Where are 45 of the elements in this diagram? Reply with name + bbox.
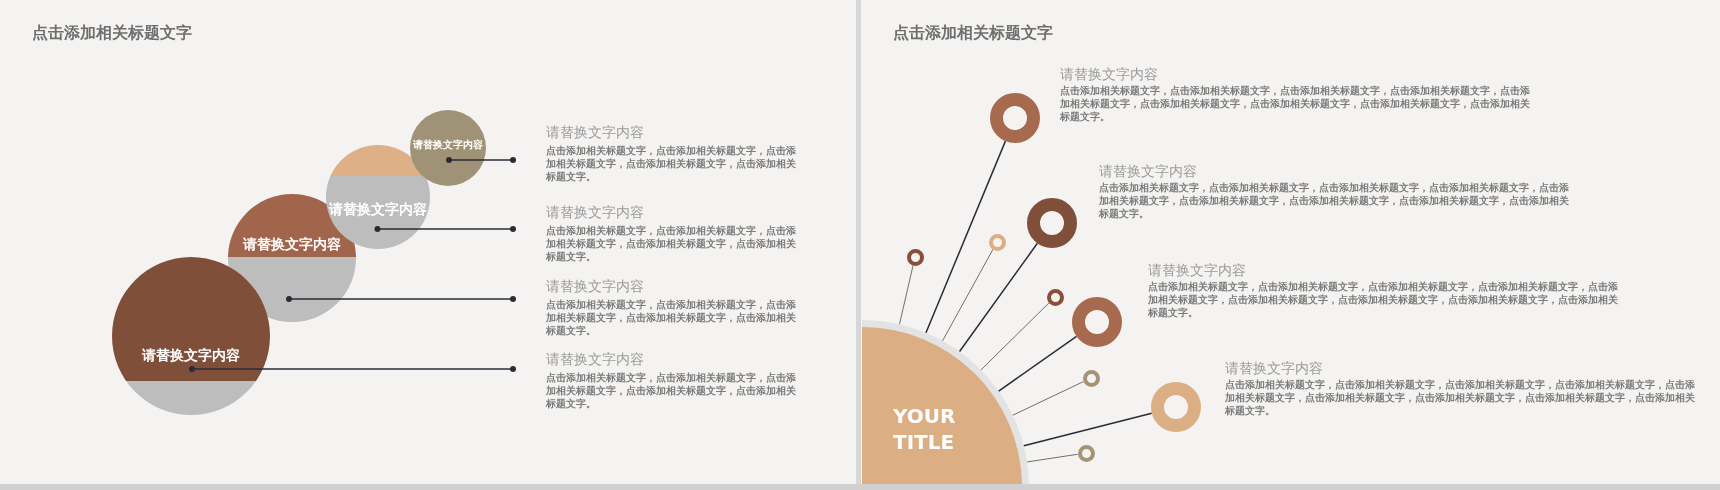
connector-line [1023, 412, 1153, 447]
body-text: 点击添加相关标题文字，点击添加相关标题文字，点击添加相关标题文字，点击添加相关标题文字，点击添加相关标题文字，点击添加相关标题文字，点击添加相关标题文字，点击添加相关标题文字，点击添加相关标题文字。 [1148, 280, 1618, 319]
ring-icon [990, 93, 1040, 143]
body-text: 点击添加相关标题文字，点击添加相关标题文字，点击添加相关标题文字，点击添加相关标题文字，点击添加相关标题文字。 [546, 144, 797, 183]
leader-line [374, 226, 516, 232]
heading: 请替换文字内容 [1099, 163, 1197, 179]
leader-line [189, 366, 516, 372]
slide-title: 点击添加相关标题文字 [32, 23, 192, 43]
body-text: 点击添加相关标题文字，点击添加相关标题文字，点击添加相关标题文字，点击添加相关标题文字，点击添加相关标题文字，点击添加相关标题文字，点击添加相关标题文字，点击添加相关标题文字，点击添加相关标题文字。 [1060, 84, 1530, 123]
connector-line [997, 335, 1078, 392]
body-text: 点击添加相关标题文字，点击添加相关标题文字，点击添加相关标题文字，点击添加相关标题文字，点击添加相关标题文字。 [546, 224, 797, 263]
ring-icon [1072, 297, 1122, 347]
circle-label: 请替换文字内容 [140, 346, 241, 364]
ring-icon [1077, 444, 1095, 462]
connector-line [958, 242, 1039, 353]
heading: 请替换文字内容 [546, 124, 644, 140]
ring-icon [1151, 382, 1201, 432]
title-text: YOUR TITLE [893, 403, 957, 455]
ring-icon [1046, 288, 1064, 306]
heading: 请替换文字内容 [546, 351, 644, 367]
leader-line [446, 157, 516, 163]
ring-icon [1082, 369, 1100, 387]
circle-label: 请替换文字内容 [327, 200, 428, 218]
ring-icon [906, 248, 924, 266]
ring-icon [1027, 198, 1077, 248]
ring-icon [988, 233, 1006, 251]
body-text: 点击添加相关标题文字，点击添加相关标题文字，点击添加相关标题文字，点击添加相关标题文字，点击添加相关标题文字。 [546, 298, 797, 337]
body-text: 点击添加相关标题文字，点击添加相关标题文字，点击添加相关标题文字，点击添加相关标题文字，点击添加相关标题文字。 [546, 371, 797, 410]
leader-line [286, 296, 516, 302]
slide-title: 点击添加相关标题文字 [893, 23, 1053, 43]
connector-line [980, 302, 1050, 371]
heading: 请替换文字内容 [1060, 66, 1158, 82]
circle-label: 请替换文字内容 [241, 235, 342, 253]
heading: 请替换文字内容 [1148, 262, 1246, 278]
connector-line [942, 248, 994, 342]
heading: 请替换文字内容 [1225, 360, 1323, 376]
body-text: 点击添加相关标题文字，点击添加相关标题文字，点击添加相关标题文字，点击添加相关标题文字，点击添加相关标题文字，点击添加相关标题文字，点击添加相关标题文字，点击添加相关标题文字，点击添加相关标题文字。 [1099, 181, 1569, 220]
connector-line [1026, 453, 1079, 463]
connector-line [899, 264, 914, 325]
connector-line [1012, 381, 1084, 416]
heading: 请替换文字内容 [546, 204, 644, 220]
connector-line [925, 140, 1007, 334]
circle-label: 请替换文字内容 [412, 137, 484, 151]
body-text: 点击添加相关标题文字，点击添加相关标题文字，点击添加相关标题文字，点击添加相关标题文字，点击添加相关标题文字，点击添加相关标题文字，点击添加相关标题文字，点击添加相关标题文字，点击添加相关标题文字。 [1225, 378, 1695, 417]
heading: 请替换文字内容 [546, 278, 644, 294]
